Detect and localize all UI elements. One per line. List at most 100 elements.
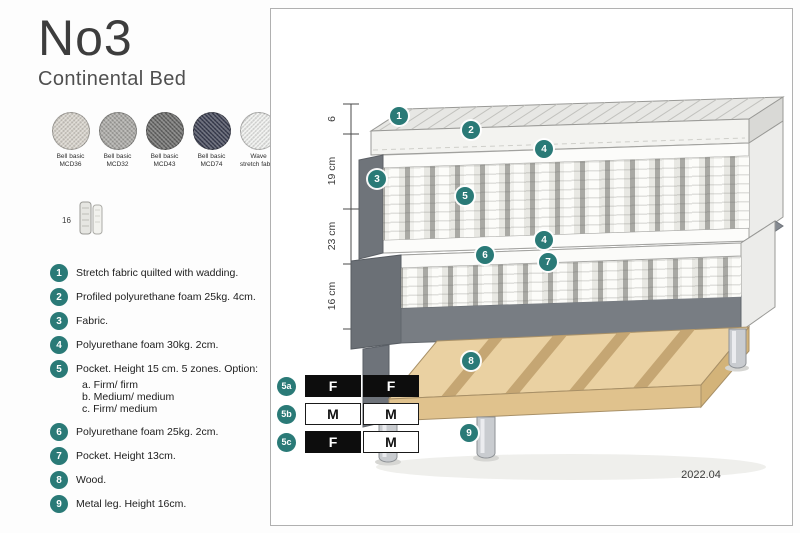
callout-3-fabric: 3: [368, 170, 386, 188]
pocket-options: a. Firm/ firm b. Medium/ medium c. Firm/…: [82, 379, 258, 415]
callout-6-foam: 6: [476, 246, 494, 264]
callout-7-pocket: 7: [539, 253, 557, 271]
left-column: No3 Continental Bed Bell basic MCD36 Bel…: [0, 0, 278, 533]
callout-9-metal-leg: 9: [460, 424, 478, 442]
swatch-mcd36: Bell basic MCD36: [50, 112, 91, 169]
firmness-cell: M: [305, 403, 361, 425]
firmness-cell: F: [363, 375, 419, 397]
option-c: c. Firm/ medium: [82, 403, 158, 415]
option-id-badge: 5a: [277, 376, 296, 396]
dim-legs: 16 cm: [326, 281, 338, 310]
pocket-springs-15cm: [383, 155, 749, 240]
swatch-label-line1: Bell basic: [56, 153, 85, 160]
leg-front-middle: [476, 416, 496, 459]
brand-block: No3 Continental Bed: [38, 10, 186, 91]
list-item: 6 Polyurethane foam 25kg. 2cm.: [50, 423, 276, 441]
dim-top-mattress: 19 cm: [326, 156, 338, 185]
swatch-label-line2: MCD36: [59, 161, 82, 168]
item-text-with-options: Pocket. Height 15 cm. 5 zones. Option: a…: [76, 360, 258, 417]
swatch-mcd32: Bell basic MCD32: [97, 112, 138, 169]
materials-list: 1 Stretch fabric quilted with wadding. 2…: [50, 264, 276, 519]
callout-8-wood: 8: [462, 352, 480, 370]
option-id-badge: 5c: [277, 432, 296, 452]
list-item: 2 Profiled polyurethane foam 25kg. 4cm.: [50, 288, 276, 306]
fabric-swatches: Bell basic MCD36 Bell basic MCD32 Bell b…: [50, 112, 279, 169]
item-number-badge: 9: [50, 495, 68, 513]
swatch-label-line1: Wave: [250, 153, 267, 160]
list-item: 9 Metal leg. Height 16cm.: [50, 495, 276, 513]
swatch-label: Wave stretch fabric: [240, 153, 277, 169]
item-number-badge: 4: [50, 336, 68, 354]
swatch-label-line1: Bell basic: [103, 153, 132, 160]
dimension-labels: 6 19 cm 23 cm 16 cm: [326, 116, 338, 310]
callout-2-profiled-foam: 2: [462, 121, 480, 139]
option-id-badge: 5b: [277, 404, 296, 424]
list-item: 4 Polyurethane foam 30kg. 2cm.: [50, 336, 276, 354]
list-item: 1 Stretch fabric quilted with wadding.: [50, 264, 276, 282]
firmness-cell: F: [305, 375, 361, 397]
item-text: Wood.: [76, 474, 107, 486]
product-subtitle: Continental Bed: [38, 68, 187, 90]
swatch-label-line2: MCD43: [153, 161, 176, 168]
callout-5-pocket-springs: 5: [456, 187, 474, 205]
callout-1-stretch-fabric: 1: [390, 107, 408, 125]
firmness-row-5a: 5a F F: [277, 375, 419, 397]
mid-fabric-left-end: [350, 254, 402, 350]
item-text: Pocket. Height 13cm.: [76, 450, 176, 462]
swatch-label-line2: stretch fabric: [239, 161, 278, 168]
item-number-badge: 8: [50, 471, 68, 489]
firmness-cells: M M: [305, 403, 419, 425]
firmness-options-table: 5a F F 5b M M 5c F M: [277, 375, 419, 459]
firmness-cells: F F: [305, 375, 419, 397]
item-text: Fabric.: [76, 315, 109, 327]
swatch-mcd74: Bell basic MCD74: [191, 112, 232, 169]
fabric-swatch-icon: [192, 112, 231, 150]
item-number-badge: 3: [50, 312, 68, 330]
firmness-cell: M: [363, 431, 419, 453]
product-title: No3: [38, 10, 133, 66]
swatch-label-line1: Bell basic: [197, 153, 226, 160]
list-item: 5 Pocket. Height 15 cm. 5 zones. Option:…: [50, 360, 276, 417]
fabric-swatch-icon: [51, 112, 90, 150]
firmness-row-5c: 5c F M: [277, 431, 419, 453]
item-text: Profiled polyurethane foam 25kg. 4cm.: [76, 291, 256, 303]
dim-middle-mattress: 23 cm: [326, 221, 338, 250]
fabric-swatch-icon: [98, 112, 137, 150]
callout-4-foam-lower: 4: [535, 231, 553, 249]
item-text: Pocket. Height 15 cm. 5 zones. Option:: [76, 363, 259, 375]
item-number-badge: 1: [50, 264, 68, 282]
floor-shadow: [376, 454, 766, 480]
option-b: b. Medium/ medium: [82, 391, 175, 403]
swatch-label-line2: MCD32: [106, 161, 129, 168]
list-item: 3 Fabric.: [50, 312, 276, 330]
swatch-label: Bell basic MCD43: [151, 153, 179, 169]
diagram-panel: 6 19 cm 23 cm 16 cm: [270, 8, 793, 526]
top-mattress-right-end: [748, 120, 784, 242]
swatch-label: Bell basic MCD32: [104, 153, 132, 169]
item-text: Polyurethane foam 30kg. 2cm.: [76, 339, 219, 351]
item-number-badge: 2: [50, 288, 68, 306]
list-item: 8 Wood.: [50, 471, 276, 489]
firmness-cell: F: [305, 431, 361, 453]
callout-4-foam-upper: 4: [535, 140, 553, 158]
leg-height-value: 16: [62, 216, 71, 225]
list-item: 7 Pocket. Height 13cm.: [50, 447, 276, 465]
swatch-label-line2: MCD74: [200, 161, 223, 168]
leg-back-right: [728, 328, 747, 369]
option-a: a. Firm/ firm: [82, 379, 138, 391]
item-number-badge: 5: [50, 360, 68, 378]
leg-height-icon: 16: [56, 196, 108, 247]
dim-topper: 6: [326, 116, 338, 122]
swatch-label: Bell basic MCD36: [57, 153, 85, 169]
firmness-cell: M: [363, 403, 419, 425]
item-text: Polyurethane foam 25kg. 2cm.: [76, 426, 219, 438]
firmness-row-5b: 5b M M: [277, 403, 419, 425]
item-text: Metal leg. Height 16cm.: [76, 498, 187, 510]
firmness-cells: F M: [305, 431, 419, 453]
swatch-mcd43: Bell basic MCD43: [144, 112, 185, 169]
swatch-label: Bell basic MCD74: [198, 153, 226, 169]
item-text: Stretch fabric quilted with wadding.: [76, 267, 239, 279]
item-number-badge: 6: [50, 423, 68, 441]
swatch-label-line1: Bell basic: [150, 153, 179, 160]
